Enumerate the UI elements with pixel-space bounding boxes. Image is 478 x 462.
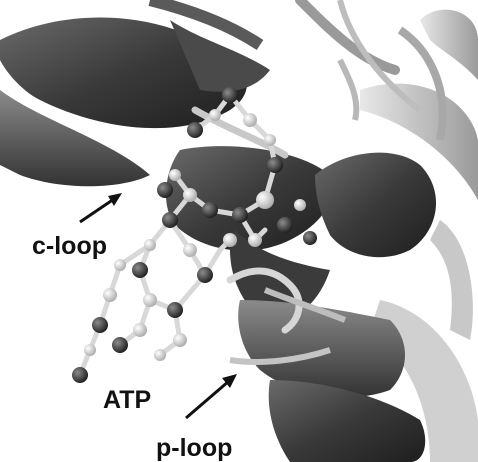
- helix-ribbons: [0, 0, 436, 462]
- c-loop-label: c-loop: [32, 234, 107, 259]
- p-loop-label: p-loop: [156, 436, 232, 461]
- c-loop-arrow: [80, 193, 122, 222]
- atp-label: ATP: [103, 388, 151, 413]
- p-loop-arrow: [186, 374, 237, 418]
